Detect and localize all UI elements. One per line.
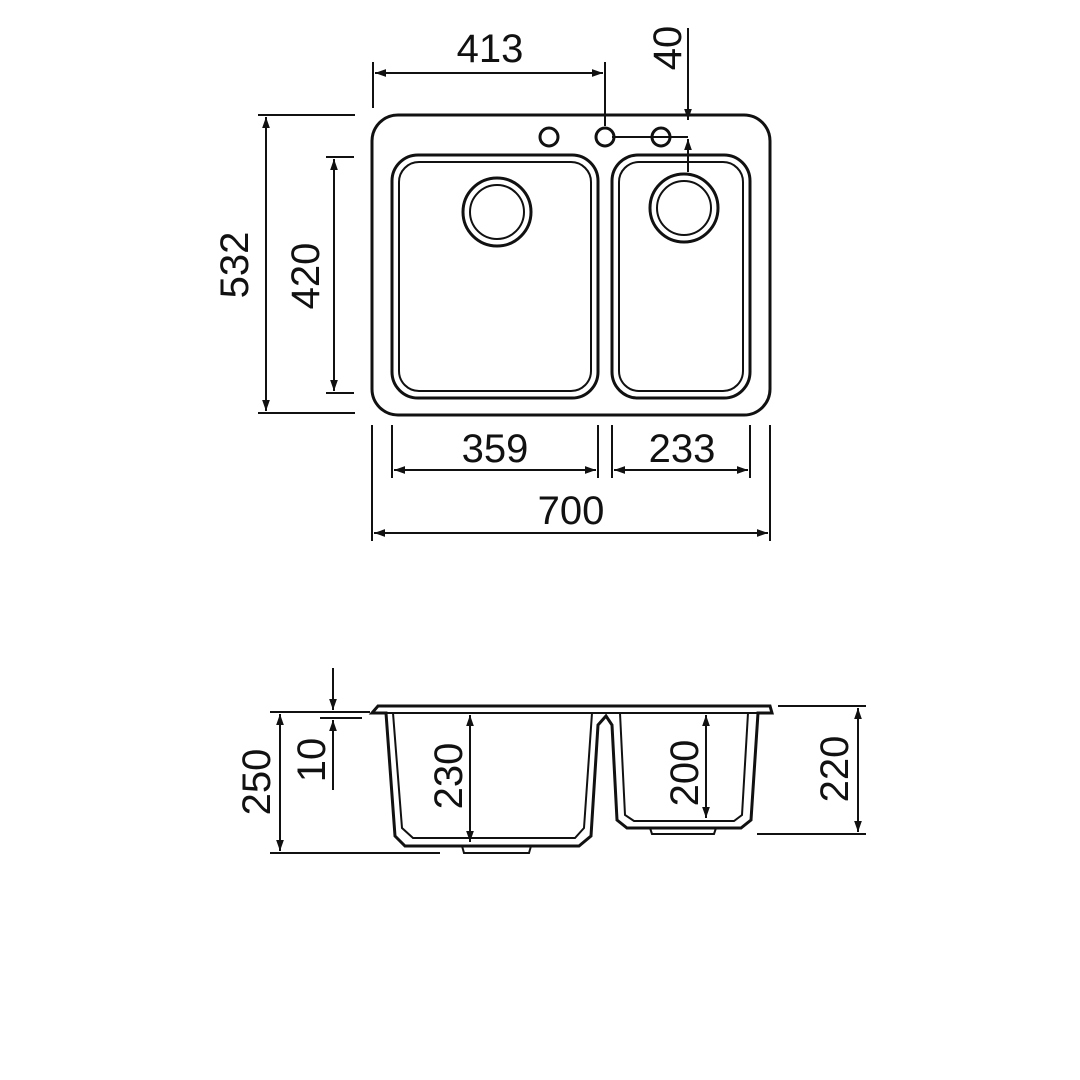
sink-outline: [370, 113, 772, 417]
side-view: 250 10 230 200 220: [235, 668, 866, 854]
dim-label-220: 220: [813, 736, 857, 803]
left-drain-inner: [469, 184, 525, 240]
dim-label-250: 250: [235, 749, 279, 816]
right-drain-fitting: [649, 827, 717, 835]
dim-label-700: 700: [538, 489, 605, 533]
sink-profile-inner: [392, 712, 749, 839]
tap-hole-left: [538, 126, 560, 148]
top-view: 413 40 532 420 359 233 700: [213, 26, 772, 541]
dim-label-40: 40: [646, 26, 690, 71]
left-bowl-outer: [390, 153, 600, 400]
left-bowl-inner: [398, 161, 592, 392]
dim-label-10: 10: [290, 738, 334, 783]
tap-hole-center: [594, 126, 616, 148]
dim-label-233: 233: [649, 427, 716, 471]
sink-profile-outer: [368, 704, 774, 848]
right-bowl-outer: [610, 153, 752, 400]
dim-label-359: 359: [462, 427, 529, 471]
dim-label-230: 230: [427, 743, 471, 810]
left-drain: [461, 176, 533, 248]
dim-label-420: 420: [284, 243, 328, 310]
right-drain-inner: [656, 180, 712, 236]
right-drain: [648, 172, 720, 244]
dim-label-413: 413: [457, 27, 524, 71]
left-drain-fitting: [461, 845, 532, 854]
dim-label-200: 200: [663, 740, 707, 807]
right-bowl-inner: [618, 161, 744, 392]
dim-label-532: 532: [213, 232, 257, 299]
